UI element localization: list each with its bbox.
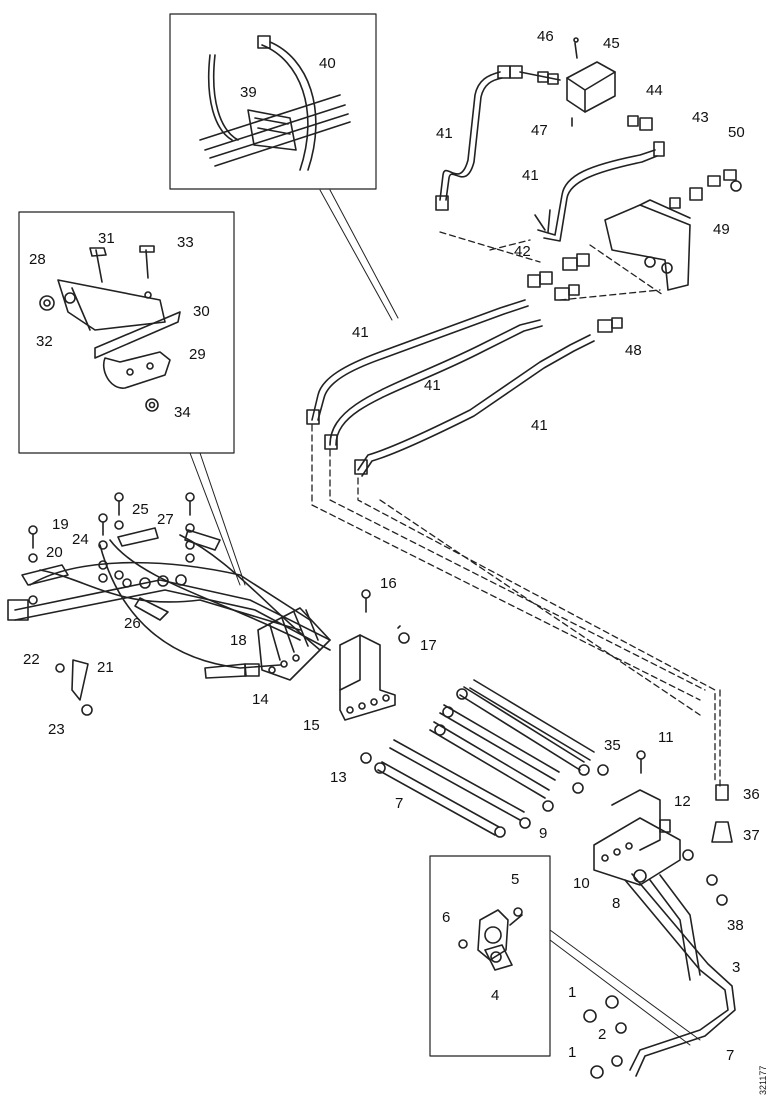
callout-24: 24 <box>72 531 89 548</box>
fittings-42 <box>527 253 623 333</box>
callout-29: 29 <box>189 346 206 363</box>
callout-21: 21 <box>97 659 114 676</box>
callout-11: 11 <box>658 729 674 746</box>
inset-pointer-lines <box>189 189 701 1046</box>
callout-47: 47 <box>531 122 548 139</box>
callout-43: 43 <box>692 109 709 126</box>
callout-48: 48 <box>625 342 642 359</box>
callout-46: 46 <box>537 28 554 45</box>
pipe-3-and-7-bottom <box>583 869 736 1079</box>
callout-31: 31 <box>98 230 115 247</box>
callout-1: 1 <box>568 984 577 1001</box>
inset-box-bottom <box>429 855 551 1057</box>
pipe-41-top <box>435 65 523 211</box>
bracket-10 <box>593 750 733 906</box>
pipe-41-second <box>534 141 665 242</box>
callout-32: 32 <box>36 333 53 350</box>
left-hoses <box>7 527 331 679</box>
callout-6: 6 <box>442 909 451 926</box>
callout-23: 23 <box>48 721 65 738</box>
callout-33: 33 <box>177 234 194 251</box>
valve-45-group <box>519 37 653 131</box>
callout-19: 19 <box>52 516 69 533</box>
callout-16: 16 <box>380 575 397 592</box>
bracket-49 <box>604 169 742 291</box>
callout-13: 13 <box>330 769 347 786</box>
callout-41-e: 41 <box>531 417 548 434</box>
callout-7-bottom: 7 <box>726 1047 735 1064</box>
callout-41-a: 41 <box>436 125 453 142</box>
callout-39: 39 <box>240 84 257 101</box>
inset-box-left <box>18 211 235 454</box>
callout-37: 37 <box>743 827 760 844</box>
callout-30: 30 <box>193 303 210 320</box>
valve-block-14 <box>257 607 331 681</box>
callout-41-d: 41 <box>424 377 441 394</box>
callout-15: 15 <box>303 717 320 734</box>
inset-bottom-parts <box>458 907 523 971</box>
pipes-41-long <box>306 299 595 477</box>
bolts-and-nuts-left <box>28 492 195 716</box>
callout-20: 20 <box>46 544 63 561</box>
callout-5: 5 <box>511 871 520 888</box>
callout-25: 25 <box>132 501 149 518</box>
callout-38: 38 <box>727 917 744 934</box>
bracket-15 <box>339 589 410 721</box>
callout-45: 45 <box>603 35 620 52</box>
callout-28: 28 <box>29 251 46 268</box>
callout-44: 44 <box>646 82 663 99</box>
callout-7-middle: 7 <box>395 795 404 812</box>
document-number: 321177 <box>758 1065 768 1095</box>
callout-35: 35 <box>604 737 621 754</box>
callout-22: 22 <box>23 651 40 668</box>
callout-49: 49 <box>713 221 730 238</box>
callout-14: 14 <box>252 691 269 708</box>
callout-4: 4 <box>491 987 500 1004</box>
callout-17: 17 <box>420 637 437 654</box>
callout-1-lower: 1 <box>568 1044 577 1061</box>
callout-26: 26 <box>124 615 141 632</box>
callout-2: 2 <box>598 1026 607 1043</box>
callout-12: 12 <box>674 793 691 810</box>
callout-50: 50 <box>728 124 745 141</box>
callout-41-b: 41 <box>522 167 539 184</box>
callout-10: 10 <box>573 875 590 892</box>
callout-36: 36 <box>743 786 760 803</box>
callout-42: 42 <box>514 243 531 260</box>
inset-left-parts <box>39 245 181 412</box>
callout-8: 8 <box>612 895 621 912</box>
callout-41-c: 41 <box>352 324 369 341</box>
inset-top-parts <box>199 35 351 171</box>
callout-3: 3 <box>732 959 741 976</box>
middle-pipes <box>360 679 609 838</box>
callout-40: 40 <box>319 55 336 72</box>
callout-9: 9 <box>539 825 548 842</box>
callout-27: 27 <box>157 511 174 528</box>
dashed-leaders <box>311 231 721 791</box>
callout-34: 34 <box>174 404 191 421</box>
callout-18: 18 <box>230 632 247 649</box>
inset-box-top <box>169 13 377 190</box>
